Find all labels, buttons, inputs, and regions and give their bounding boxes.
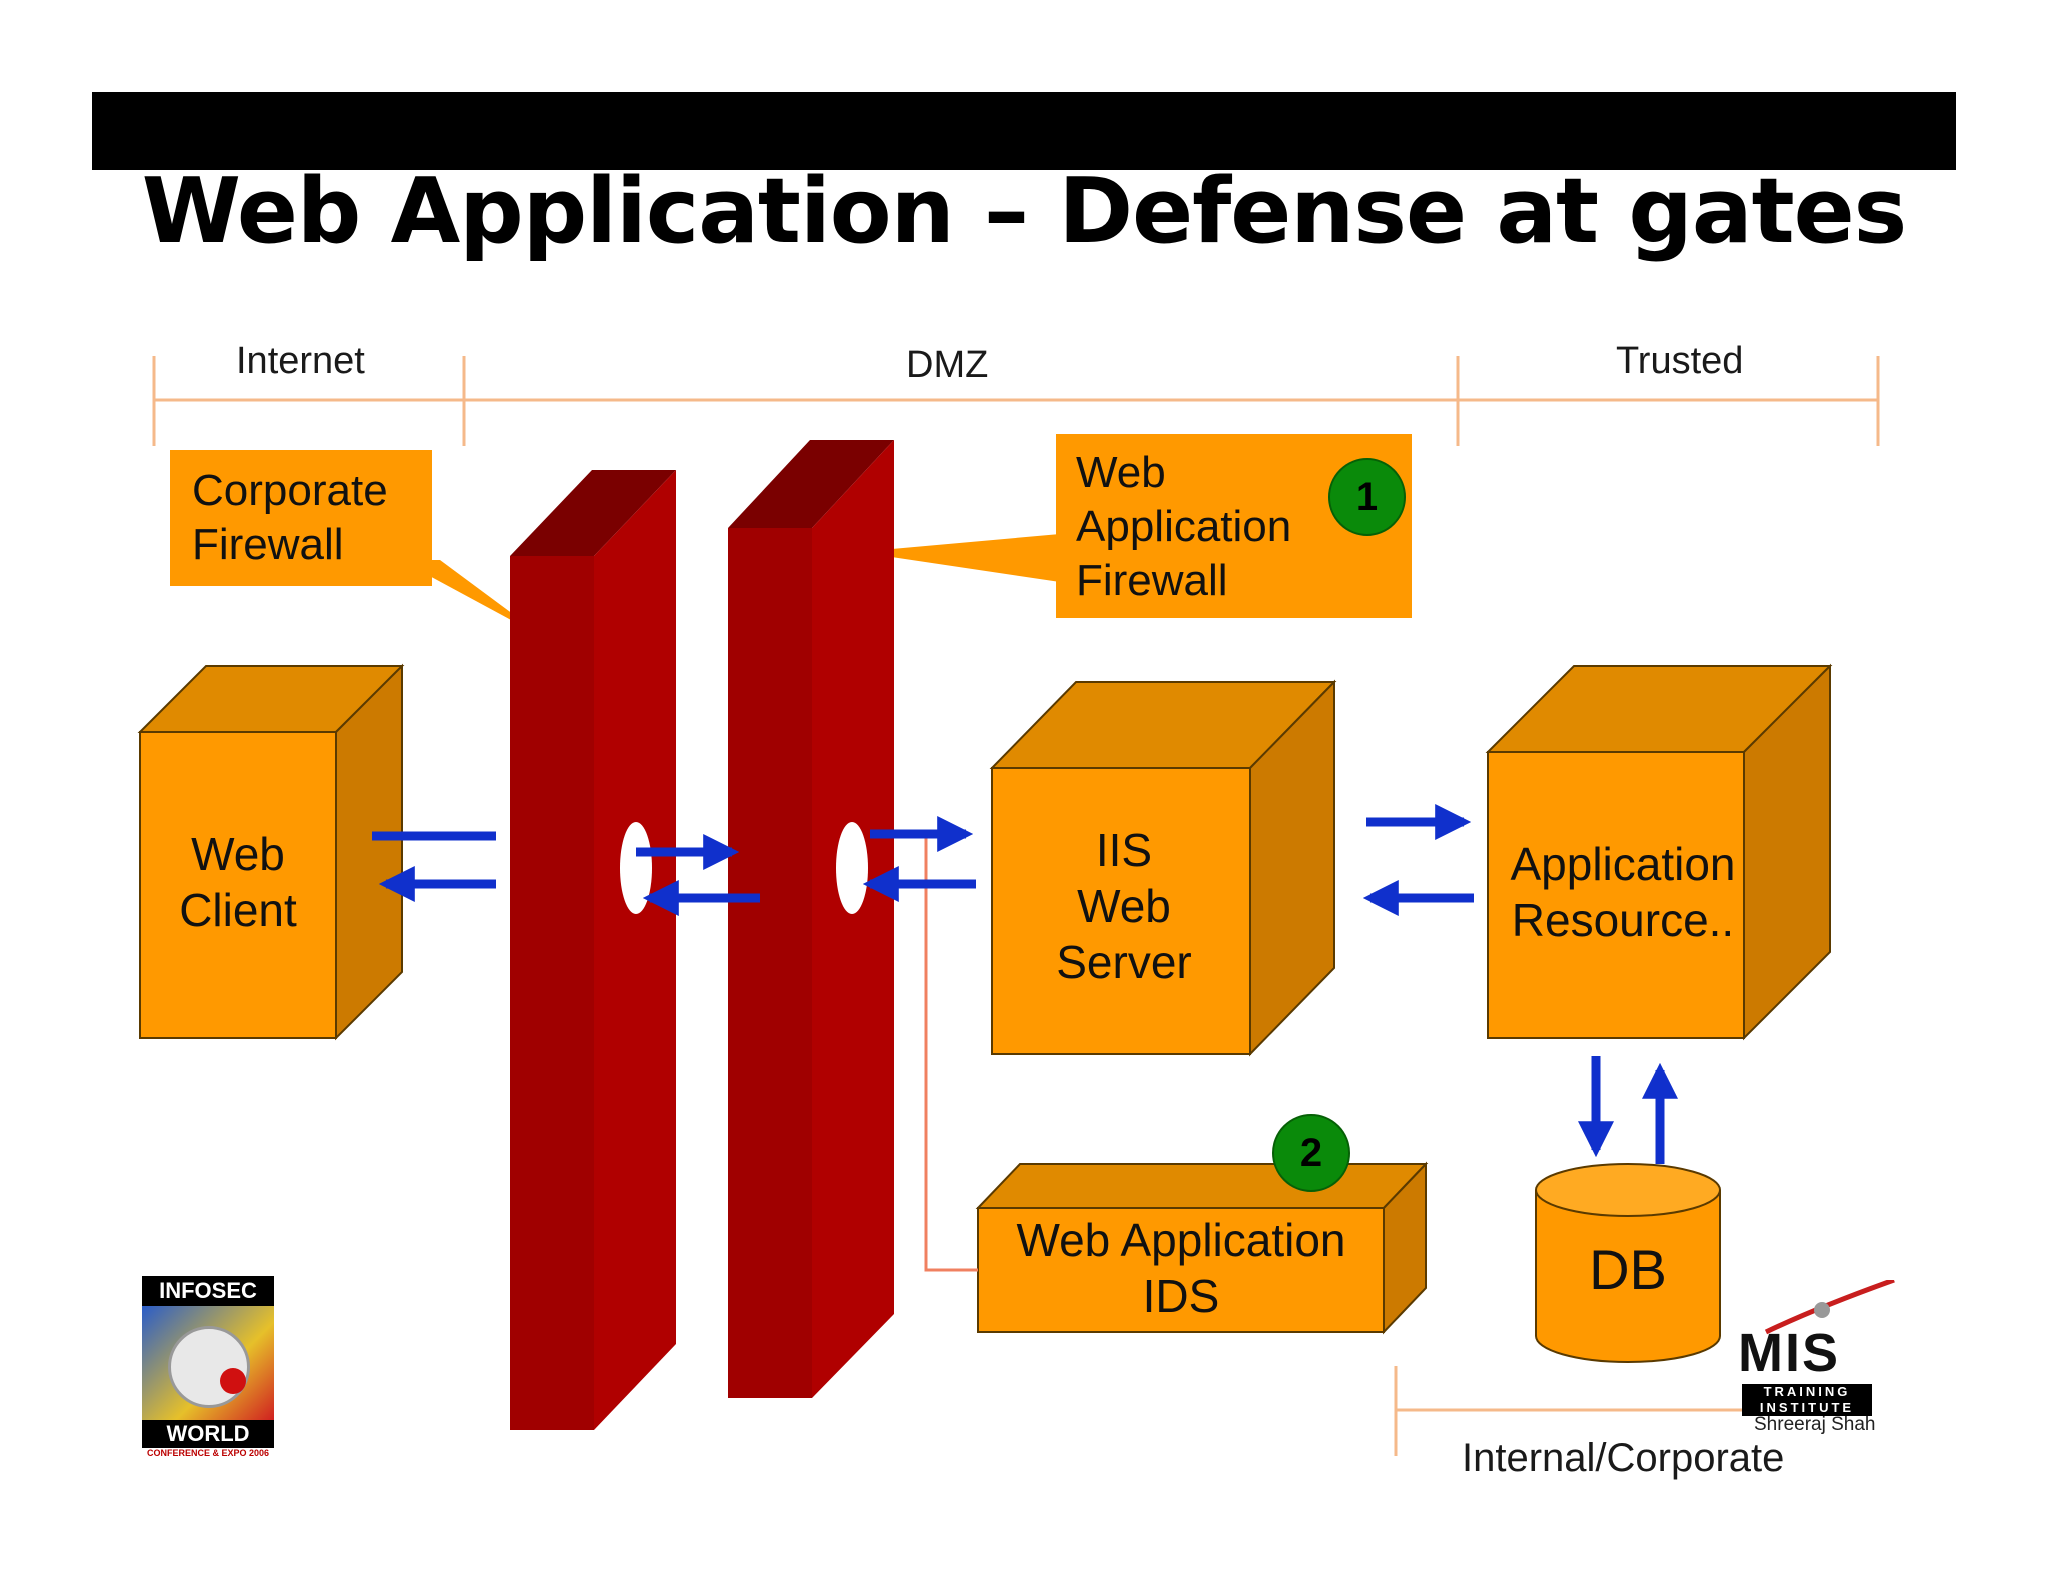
mis-text: MIS [1738,1323,1841,1383]
label-line: Web Application [1016,1214,1346,1266]
author-text: Shreeraj Shah [1754,1414,1876,1435]
iis-label: IIS Web Server [992,822,1256,990]
badge-2: 2 [1272,1114,1350,1192]
ids-tap-line [924,830,978,1272]
corporate-firewall-callout: Corporate Firewall [170,450,432,586]
zone-internet-label: Internet [236,340,365,382]
callout-line: Firewall [192,520,344,569]
flow-arrows [372,804,1678,1164]
badge-1: 1 [1328,458,1406,536]
label-line: Web [1077,880,1171,932]
iis-box [989,679,1337,1057]
logo-top-text: INFOSEC [142,1276,274,1306]
db-label: DB [1589,1238,1667,1301]
callout-line: Web [1076,448,1166,497]
app-resource-label: Application Resource.. [1488,836,1758,948]
callout-line: Application [1076,502,1292,551]
callout-line: Firewall [1076,556,1228,605]
ids-label: Web Application IDS [978,1212,1384,1324]
web-app-firewall-wall [728,440,894,1398]
app-resource-box [1485,663,1833,1041]
mis-sub-line: TRAINING [1763,1384,1851,1399]
web-client-label: Web Client [140,826,336,938]
label-line: Application [1510,838,1736,890]
logo-sub-text: CONFERENCE & EXPO 2006 [146,1448,270,1458]
callout-line: Corporate [192,466,388,515]
label-line: Server [1056,936,1192,988]
mis-sub-line: INSTITUTE [1759,1400,1855,1415]
logo-graphic [142,1306,274,1420]
zone-dmz-label: DMZ [906,344,989,386]
label-line: IIS [1095,824,1153,876]
mis-sub-text: TRAINING INSTITUTE [1742,1384,1872,1416]
page-title: Web Application – Defense at gates [141,159,1907,264]
infosec-world-logo: INFOSEC WORLD CONFERENCE & EXPO 2006 [142,1276,274,1466]
db-cylinder [1535,1163,1721,1363]
title-bar [92,92,1956,170]
corporate-firewall-wall [510,470,676,1430]
web-client-box [137,663,405,1041]
mis-training-logo: MIS TRAINING INSTITUTE Shreeraj Shah [1736,1280,1896,1435]
label-line: Web [191,828,285,880]
waf-pointer [858,534,1060,582]
zone-trusted-label: Trusted [1616,340,1744,382]
label-line: Resource.. [1511,894,1735,946]
label-line: IDS [1142,1270,1220,1322]
logo-swoosh [1764,1280,1895,1335]
label-line: Client [179,884,297,936]
zone-internal-label: Internal/Corporate [1462,1436,1785,1480]
logo-bottom-text: WORLD [142,1420,274,1448]
zone-brackets [152,356,1880,1456]
